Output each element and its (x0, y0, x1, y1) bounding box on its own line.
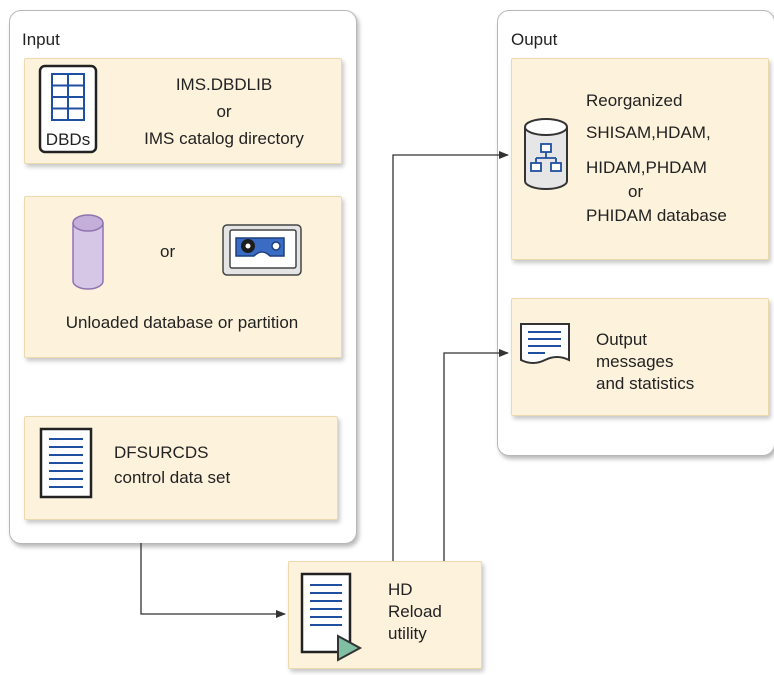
control-line2: control data set (114, 468, 231, 487)
input-to-utility-arrow (140, 543, 286, 618)
utility-line2: Reload (388, 602, 442, 621)
unloaded-caption: Unloaded database or partition (65, 313, 299, 332)
utility-line3: utility (388, 624, 427, 643)
reorganized-line5: PHIDAM database (586, 206, 727, 225)
messages-line2: messages (596, 352, 674, 371)
utility-to-messages-arrow (443, 349, 509, 561)
utility-program-icon (300, 572, 366, 662)
reorganized-line3: HIDAM,PHDAM (586, 158, 707, 177)
dbd-icon-label: DBDs (45, 130, 91, 149)
utility-line1: HD (388, 580, 413, 599)
output-panel-title: Ouput (511, 30, 558, 49)
messages-line3: and statistics (596, 374, 695, 393)
control-line1: DFSURCDS (114, 443, 209, 462)
reorganized-line2: SHISAM,HDAM, (586, 123, 711, 142)
database-hierarchy-icon (523, 118, 569, 192)
utility-to-database-arrow (392, 151, 509, 561)
database-cylinder-icon (72, 214, 104, 290)
report-icon (519, 322, 571, 368)
unloaded-or-text: or (160, 242, 176, 261)
dbdlib-line1: IMS.DBDLIB (175, 75, 273, 94)
messages-line1: Output (596, 330, 648, 349)
dbd-library-icon (38, 64, 98, 154)
reorganized-line1: Reorganized (586, 91, 683, 110)
input-panel-title: Input (22, 30, 60, 49)
dbdlib-or: or (216, 102, 232, 121)
document-icon (39, 427, 93, 499)
reorganized-or: or (628, 182, 644, 201)
tape-reel-icon (222, 224, 304, 278)
dbdlib-line3: IMS catalog directory (144, 129, 304, 148)
